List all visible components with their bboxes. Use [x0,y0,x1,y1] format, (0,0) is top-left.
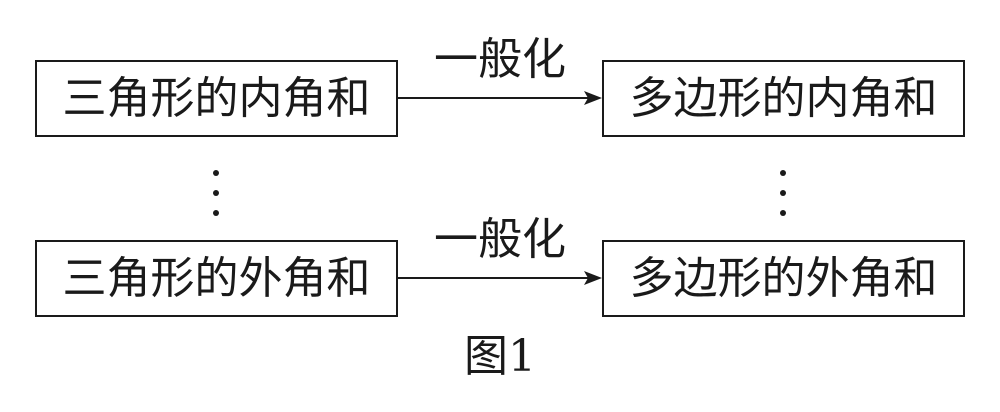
box-label: 多边形的内角和 [629,72,938,124]
figure-caption: 图1 [464,331,536,382]
box-label: 多边形的外角和 [629,252,938,304]
arrow-label-generalize-top: 一般化 [434,34,566,85]
box-polygon-exterior-angle-sum: 多边形的外角和 [602,240,965,317]
box-triangle-exterior-angle-sum: 三角形的外角和 [35,240,398,317]
box-triangle-interior-angle-sum: 三角形的内角和 [35,60,398,137]
vertical-ellipsis-right [778,170,788,220]
arrow-top [398,91,602,105]
vertical-ellipsis-left [211,170,221,220]
box-label: 三角形的内角和 [62,72,371,124]
arrow-label-generalize-bottom: 一般化 [434,214,566,265]
box-label: 三角形的外角和 [62,252,371,304]
box-polygon-interior-angle-sum: 多边形的内角和 [602,60,965,137]
arrow-bottom [398,271,602,285]
